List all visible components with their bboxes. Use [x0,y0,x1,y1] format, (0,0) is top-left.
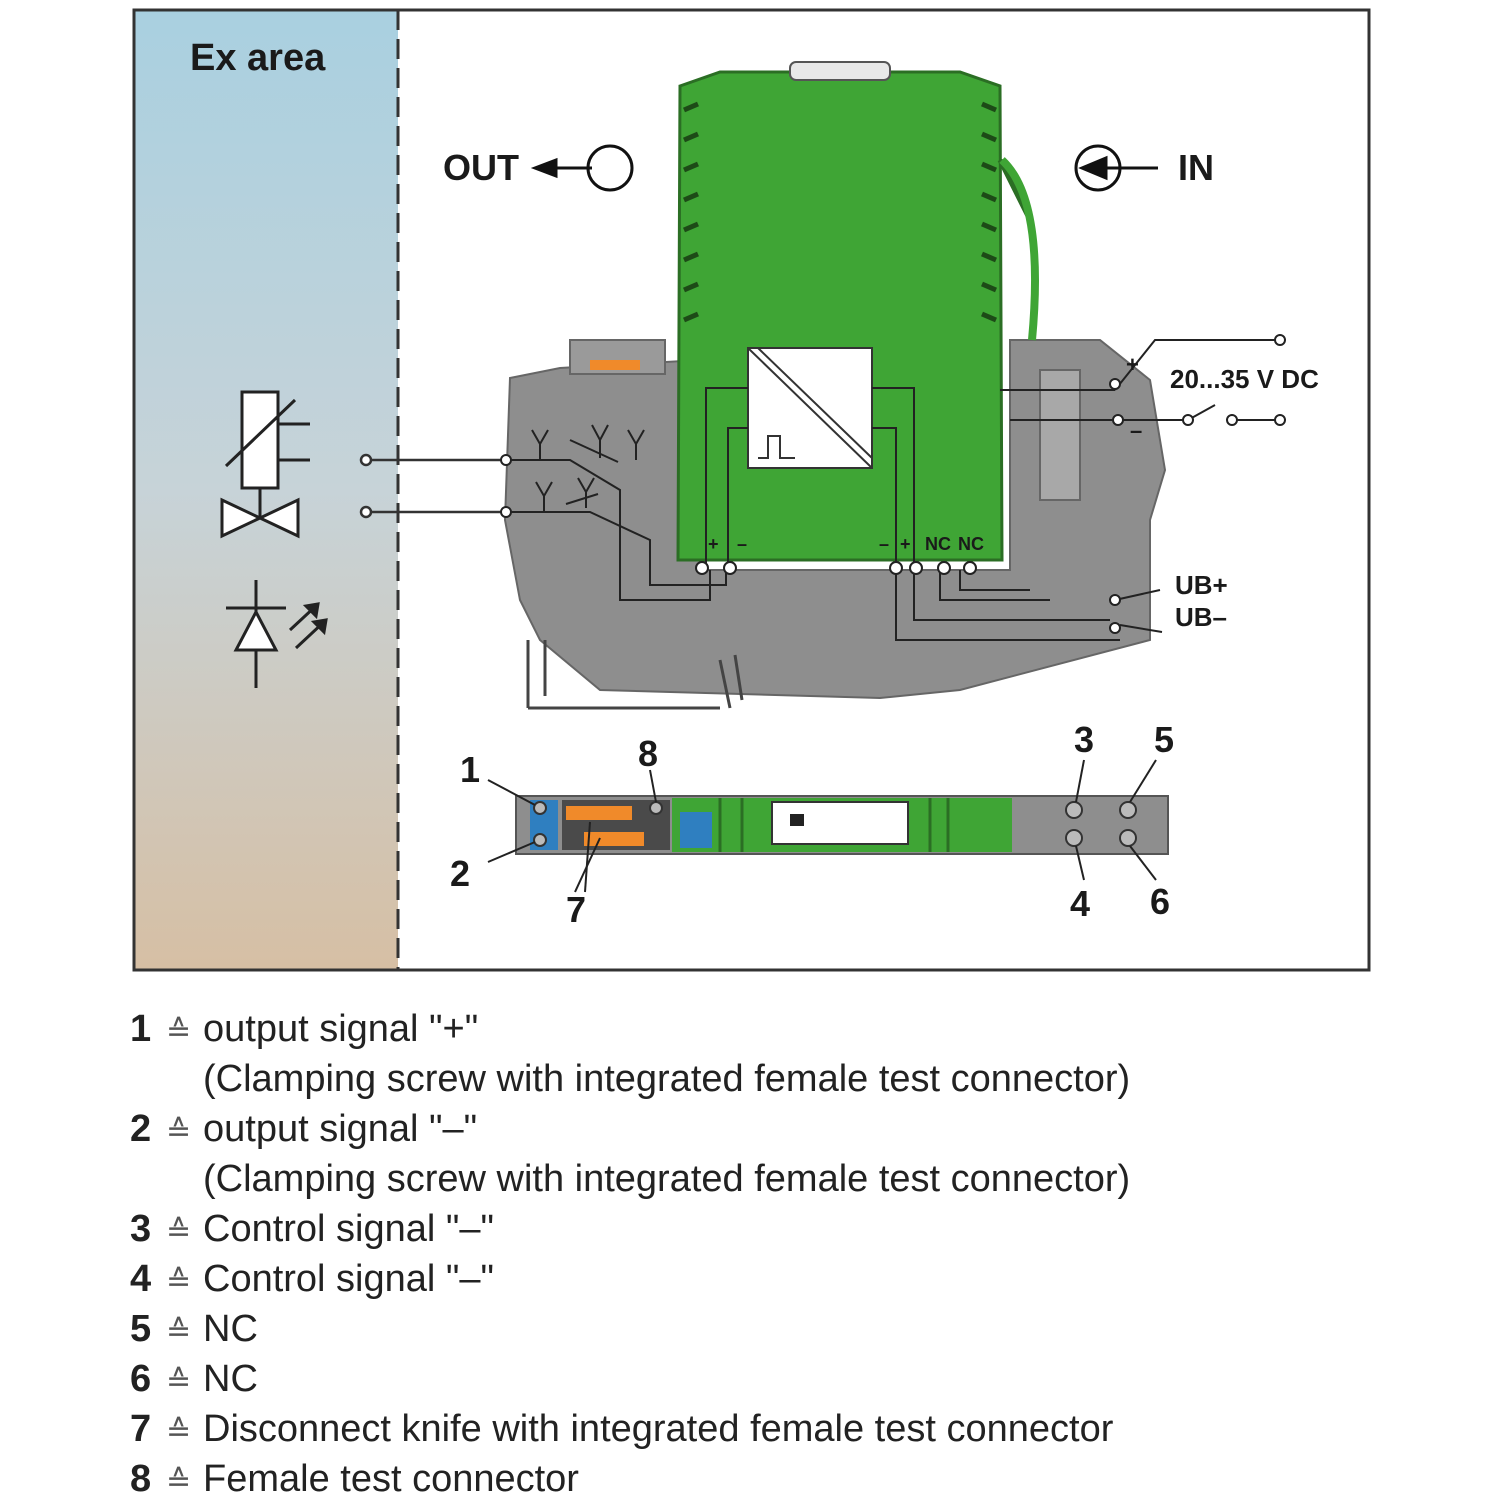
solenoid-valve-icon [220,390,310,539]
module-terminal-label: NC [925,534,951,554]
legend-symbol: ≙ [166,1115,192,1148]
module-terminal-label: + [708,534,719,554]
ub-plus-label: UB+ [1175,570,1228,600]
module-vent-slots [683,101,997,323]
green-module [676,61,1039,562]
legend-text: (Clamping screw with integrated female t… [203,1158,1131,1200]
legend-item: 1 ≙ output signal "+" [130,1008,1430,1058]
ex-area-zone [134,10,398,970]
callout-7: 7 [566,889,586,930]
field-wires [359,453,506,519]
legend-item: 2 ≙ output signal "–" [130,1108,1430,1158]
legend: 1 ≙ output signal "+" (Clamping screw wi… [130,1008,1430,1508]
legend-number: 1 [130,1008,152,1050]
in-label: IN [1178,147,1214,188]
legend-symbol: ≙ [166,1215,192,1248]
isolation-block-icon [747,347,873,469]
legend-symbol: ≙ [166,1315,192,1348]
legend-item-continuation: (Clamping screw with integrated female t… [130,1158,1430,1208]
legend-symbol: ≙ [166,1365,192,1398]
ex-area-label: Ex area [190,37,326,79]
legend-item: 3 ≙ Control signal "–" [130,1208,1430,1258]
legend-text: output signal "–" [203,1108,478,1150]
legend-item: 4 ≙ Control signal "–" [130,1258,1430,1308]
legend-text: Control signal "–" [203,1258,495,1300]
legend-text: NC [203,1358,258,1400]
legend-number: 4 [130,1258,152,1300]
legend-number: 5 [130,1308,152,1350]
legend-text: NC [203,1308,258,1350]
in-arrow-icon [1074,144,1158,192]
module-terminal-label: + [900,534,911,554]
out-arrow-icon [530,144,634,192]
legend-symbol: ≙ [166,1015,192,1048]
callout-leaders [487,759,1157,893]
legend-number: 8 [130,1458,152,1500]
callout-8: 8 [638,733,658,774]
callout-1: 1 [460,749,480,790]
terminal-fork-icons [531,424,645,512]
legend-symbol: ≙ [166,1415,192,1448]
legend-item: 6 ≙ NC [130,1358,1430,1408]
callout-2: 2 [450,853,470,894]
legend-number: 6 [130,1358,152,1400]
wiring-nodes [500,334,1286,634]
legend-text: Control signal "–" [203,1208,495,1250]
module-terminal-label: – [737,534,747,554]
legend-text: Female test connector [203,1458,579,1500]
legend-item-continuation: (Clamping screw with integrated female t… [130,1058,1430,1108]
supply-minus-sign: – [1130,418,1142,443]
legend-item: 8 ≙ Female test connector [130,1458,1430,1508]
led-diode-icon [226,580,328,688]
legend-item: 5 ≙ NC [130,1308,1430,1358]
wiring-diagram: Ex area [132,8,1371,972]
ub-minus-label: UB– [1175,602,1227,632]
legend-text: Disconnect knife with integrated female … [203,1408,1114,1450]
legend-number: 3 [130,1208,152,1250]
din-rail-feet [526,640,744,710]
module-terminal-label: NC [958,534,984,554]
legend-symbol: ≙ [166,1465,192,1498]
legend-text: output signal "+" [203,1008,479,1050]
callout-6: 6 [1150,881,1170,922]
legend-text: (Clamping screw with integrated female t… [203,1058,1131,1100]
legend-number: 7 [130,1408,152,1450]
module-terminal-label: – [879,534,889,554]
internal-wiring [506,339,1280,641]
out-label: OUT [443,147,519,188]
terminal-housing [503,339,1167,700]
callout-4: 4 [1070,883,1090,924]
callout-3: 3 [1074,719,1094,760]
callout-5: 5 [1154,719,1174,760]
module-top-view [515,795,1169,855]
diagram-frame [132,8,1371,972]
supply-plus-sign: + [1126,352,1139,377]
legend-number: 2 [130,1108,152,1150]
supply-voltage-label: 20...35 V DC [1170,364,1319,394]
legend-item: 7 ≙ Disconnect knife with integrated fem… [130,1408,1430,1458]
legend-symbol: ≙ [166,1265,192,1298]
